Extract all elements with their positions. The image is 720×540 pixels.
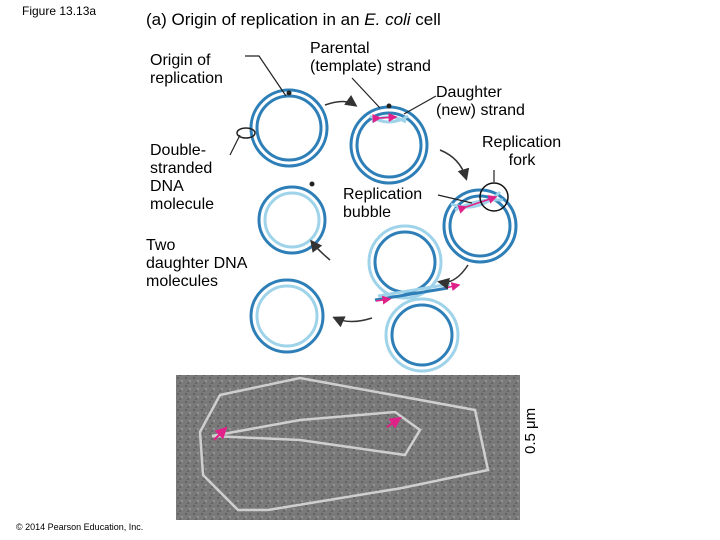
replication-bubble-circle	[442, 182, 518, 264]
step-arrow-2	[439, 149, 470, 181]
title-prefix: (a) Origin of replication in an	[146, 10, 365, 29]
step-arrow-1	[324, 94, 358, 107]
bubble-pointer	[437, 194, 473, 204]
title-italic: E. coli	[364, 10, 411, 29]
label-replication-fork: Replication fork	[482, 134, 562, 169]
early-bubble-circle	[349, 103, 429, 185]
daughter-circle-left	[249, 278, 325, 354]
double-strand-oval	[236, 127, 256, 139]
double-stranded-circle	[257, 181, 327, 255]
label-origin: Origin of replication	[150, 52, 223, 87]
label-parental-strand: Parental (template) strand	[310, 40, 431, 75]
parental-pointer	[351, 77, 381, 109]
copyright: © 2014 Pearson Education, Inc.	[16, 522, 144, 532]
step-arrow-3	[437, 264, 469, 290]
label-two-daughter: Two daughter DNA molecules	[146, 237, 248, 290]
scale-bar-label: 0.5 μm	[522, 407, 539, 454]
title-suffix: cell	[410, 10, 441, 29]
label-double-stranded: Double- stranded DNA molecule	[150, 142, 215, 213]
fork-highlight-circle	[479, 182, 509, 212]
figure-title: (a) Origin of replication in an E. coli …	[146, 10, 441, 30]
micrograph-fork-arrow-left	[213, 426, 228, 441]
micrograph-fork-arrow-right	[386, 416, 402, 429]
figure-label: Figure 13.13a	[22, 4, 97, 18]
parental-circle	[249, 88, 329, 168]
origin-pointer	[245, 55, 287, 97]
step-arrow-5	[310, 239, 331, 261]
step-arrow-4	[332, 316, 373, 328]
label-replication-bubble: Replication bubble	[343, 186, 423, 221]
electron-micrograph	[176, 375, 520, 520]
separating-circles	[367, 224, 461, 373]
label-daughter-strand: Daughter (new) strand	[436, 84, 525, 119]
double-strand-pointer	[229, 134, 241, 156]
daughter-pointer	[403, 95, 437, 115]
